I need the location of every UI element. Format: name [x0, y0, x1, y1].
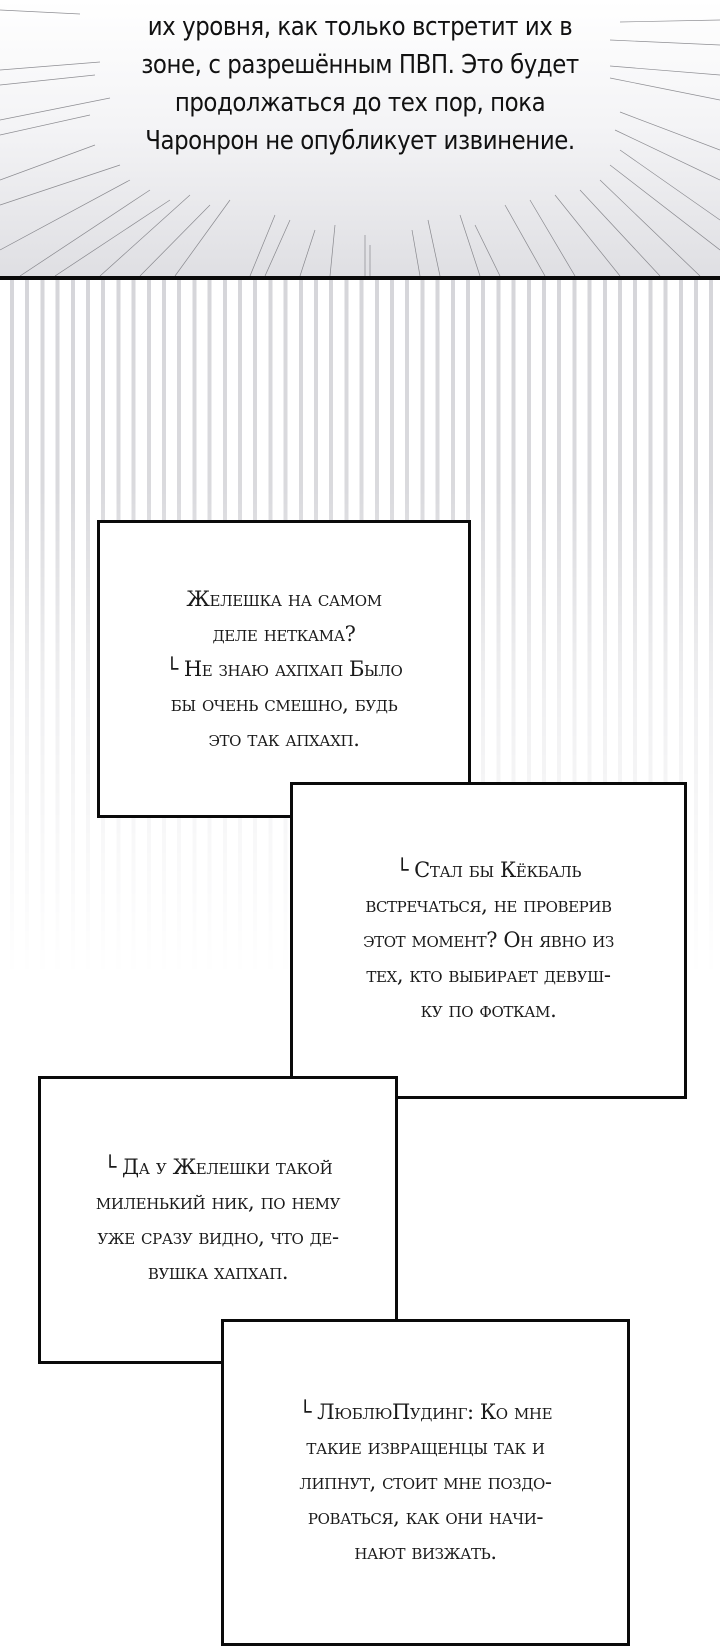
- comment-box-1: Желешка на самом деле неткама? └Не знаю …: [97, 520, 471, 818]
- comment-box-2: └Стал бы Кёкбаль встречаться, не провери…: [290, 782, 687, 1099]
- comment-box-4: └ЛюблюПудинг: Ко мне такие извращенцы та…: [221, 1319, 630, 1646]
- comment-line: липнут, стоит мне поздо-: [299, 1470, 552, 1494]
- comment-line: └ЛюблюПудинг: Ко мне: [298, 1400, 553, 1424]
- comment-line: Желешка на самом: [186, 586, 382, 611]
- reply-arrow-icon: └: [298, 1400, 312, 1424]
- narration-line: Чаронрон не опубликует извинение.: [145, 126, 575, 156]
- reply-arrow-icon: └: [395, 858, 409, 882]
- comment-line: бы очень смешно, будь: [170, 691, 398, 716]
- comment-line: это так апхахп.: [208, 726, 360, 751]
- comment-text: └Да у Желешки такой миленький ник, по не…: [95, 1150, 341, 1290]
- comment-line: роваться, как они начи-: [307, 1505, 544, 1529]
- speed-lines-decoration: [0, 9, 720, 276]
- comment-line: └Стал бы Кёкбаль: [395, 858, 582, 882]
- comment-text: Желешка на самом деле неткама? └Не знаю …: [166, 582, 403, 757]
- comment-box-3: └Да у Желешки такой миленький ник, по не…: [38, 1076, 398, 1364]
- comment-line: этот момент? Он явно из: [363, 928, 614, 952]
- comment-line: миленький ник, по нему: [95, 1190, 341, 1214]
- comment-line: деле неткама?: [212, 621, 356, 646]
- comment-line: встречаться, не проверив: [365, 893, 612, 917]
- narration-line: продолжаться до тех пор, пока: [174, 88, 546, 118]
- comment-line: └Да у Желешки такой: [103, 1155, 333, 1179]
- comment-line: тех, кто выбирает девуш-: [366, 963, 611, 987]
- comment-text: └Стал бы Кёкбаль встречаться, не провери…: [363, 853, 614, 1028]
- comment-line: вушка хапхап.: [147, 1260, 289, 1284]
- comment-line: такие извращенцы так и: [306, 1435, 545, 1459]
- reply-arrow-icon: └: [165, 656, 179, 681]
- comment-line: уже сразу видно, что де-: [97, 1225, 339, 1249]
- comment-text: └ЛюблюПудинг: Ко мне такие извращенцы та…: [298, 1395, 553, 1570]
- comment-line: └Не знаю ахпхап Было: [165, 656, 403, 681]
- narration-line: их уровня, как только встретит их в: [147, 12, 573, 42]
- comment-line: ку по фоткам.: [420, 998, 557, 1022]
- comment-line: нают визжать.: [354, 1540, 497, 1564]
- reply-arrow-icon: └: [103, 1155, 117, 1179]
- narration-text: их уровня, как только встретит их в зоне…: [43, 8, 677, 160]
- narration-line: зоне, с разрешённым ПВП. Это будет: [141, 50, 579, 80]
- narration-panel: их уровня, как только встретит их в зоне…: [0, 0, 720, 280]
